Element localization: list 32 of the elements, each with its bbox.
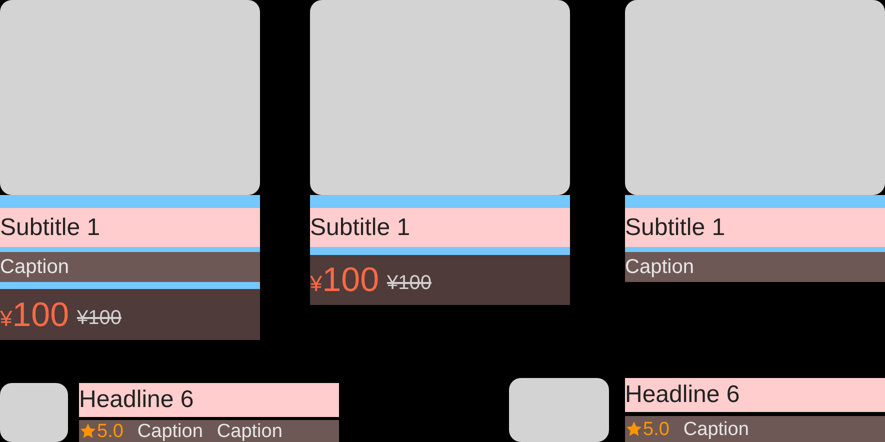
- price-bar: [0, 289, 260, 340]
- title-bar: [310, 208, 570, 247]
- original-price-text: ¥100: [386, 273, 432, 293]
- image-placeholder: [310, 0, 570, 195]
- title-bar: [625, 378, 885, 412]
- rating-value: 5.0: [643, 420, 670, 438]
- thumbnail-placeholder: [0, 383, 68, 442]
- title-bar: [0, 208, 260, 247]
- title-text: Subtitle 1: [310, 216, 410, 240]
- title-bar: [625, 208, 885, 247]
- title-bar: [79, 383, 339, 417]
- thumbnail-placeholder: [509, 378, 609, 442]
- title-text: Subtitle 1: [625, 216, 726, 240]
- title-text: Headline 6: [79, 388, 194, 412]
- caption-text: Caption: [683, 420, 749, 438]
- price-text: ¥100: [0, 298, 69, 332]
- price-text: ¥100: [310, 263, 379, 297]
- caption-bar: [0, 252, 260, 282]
- caption-text: Caption: [216, 422, 282, 440]
- title-text: Headline 6: [625, 383, 740, 407]
- image-placeholder: [625, 0, 885, 195]
- rating-bar: [625, 416, 885, 442]
- caption-text: Caption: [625, 257, 694, 277]
- rating-bar: [79, 420, 339, 442]
- caption-text: Caption: [137, 422, 203, 440]
- price-bar: [310, 255, 570, 305]
- image-placeholder: [0, 0, 260, 195]
- original-price-text: ¥100: [76, 308, 122, 328]
- rating-value: 5.0: [97, 422, 124, 440]
- caption-text: Caption: [0, 257, 69, 277]
- title-text: Subtitle 1: [0, 216, 100, 240]
- caption-bar: [625, 252, 885, 282]
